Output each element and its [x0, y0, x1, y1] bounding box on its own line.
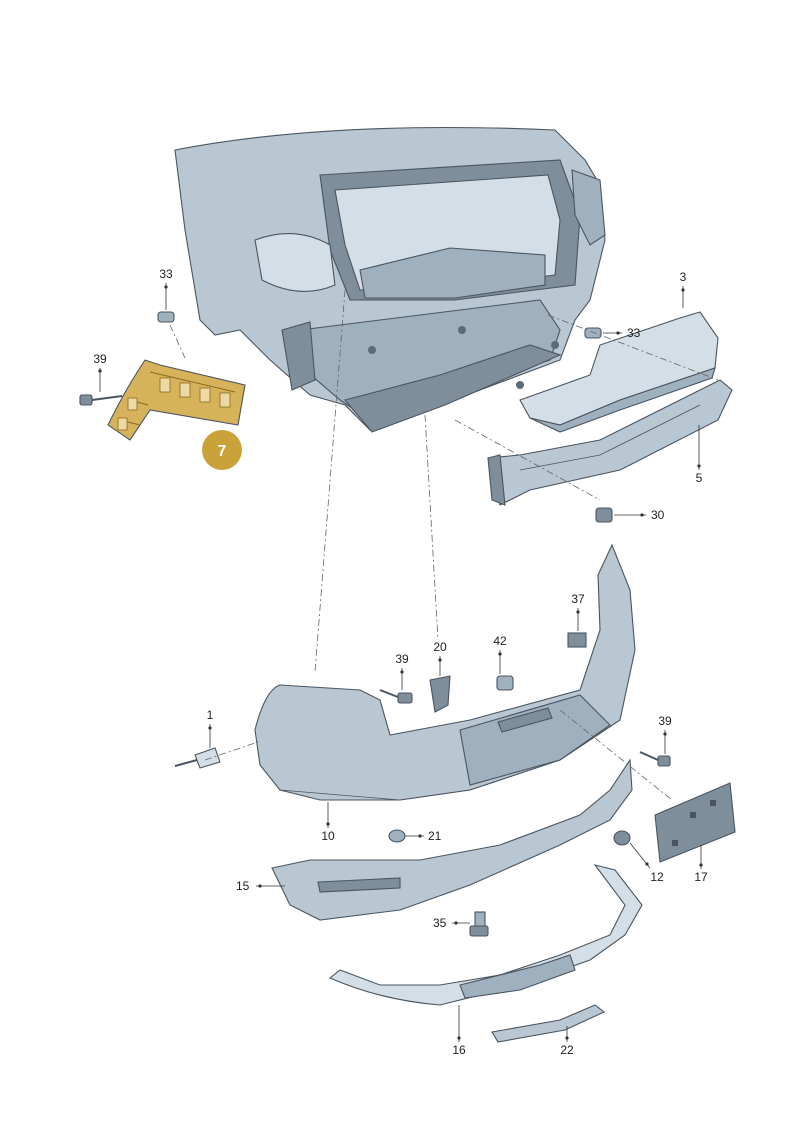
- trim-strip-part-22[interactable]: [491, 1004, 606, 1043]
- bumper-cover-part-10[interactable]: [254, 543, 636, 801]
- lower-trim-part-15[interactable]: [271, 758, 633, 921]
- callout-37: 37: [571, 592, 585, 631]
- svg-text:15: 15: [236, 879, 250, 893]
- svg-text:39: 39: [658, 714, 672, 728]
- rivet-part-1[interactable]: [174, 747, 221, 769]
- assembly-lines: [169, 289, 719, 801]
- part-7-badge[interactable]: [202, 430, 242, 470]
- bolt-part-35[interactable]: [469, 911, 489, 937]
- callout-22: 22: [560, 1026, 574, 1057]
- svg-text:12: 12: [650, 870, 664, 884]
- callout-1: 1: [207, 708, 214, 748]
- callout-10: 10: [321, 802, 335, 843]
- screw-part-39-center[interactable]: [379, 689, 413, 704]
- svg-text:33: 33: [159, 267, 173, 281]
- bracket-part-7[interactable]: [107, 359, 246, 441]
- svg-text:22: 22: [560, 1043, 574, 1057]
- svg-text:5: 5: [696, 471, 703, 485]
- callout-39-right: 39: [658, 714, 672, 754]
- callout-33-right: 33: [603, 326, 641, 340]
- svg-text:39: 39: [93, 352, 107, 366]
- part-7-label: 7: [218, 443, 227, 460]
- callout-15: 15: [236, 879, 285, 893]
- svg-text:20: 20: [433, 640, 447, 654]
- callout-39-center: 39: [395, 652, 409, 690]
- nut-part-42[interactable]: [496, 675, 514, 691]
- svg-text:3: 3: [680, 270, 687, 284]
- callout-20: 20: [433, 640, 447, 676]
- callout-16: 16: [452, 1005, 466, 1057]
- clip-part-37[interactable]: [567, 632, 587, 648]
- svg-text:30: 30: [651, 508, 665, 522]
- callout-33-left: 33: [159, 267, 173, 310]
- screw-part-33-right[interactable]: [584, 327, 602, 339]
- diffuser-part-16[interactable]: [328, 864, 643, 1006]
- callout-5: 5: [696, 425, 703, 485]
- screw-part-39-right[interactable]: [639, 751, 671, 767]
- screw-part-39-left[interactable]: [79, 394, 123, 406]
- plug-part-12[interactable]: [613, 830, 631, 846]
- callout-30: 30: [614, 508, 665, 522]
- callout-12: 12: [629, 842, 664, 884]
- svg-text:37: 37: [571, 592, 585, 606]
- bolt-part-30[interactable]: [595, 507, 613, 523]
- screw-part-33-left[interactable]: [157, 311, 175, 323]
- callout-39-left: 39: [93, 352, 107, 392]
- svg-text:33: 33: [627, 326, 641, 340]
- grommet-part-21[interactable]: [388, 829, 406, 843]
- bumper-carrier-part-5[interactable]: [487, 379, 733, 506]
- energy-absorber-part-3[interactable]: [519, 311, 719, 433]
- plate-mount-part-17[interactable]: [654, 782, 736, 863]
- svg-text:16: 16: [452, 1043, 466, 1057]
- callout-42: 42: [493, 634, 507, 674]
- svg-text:39: 39: [395, 652, 409, 666]
- callout-3: 3: [680, 270, 687, 308]
- svg-text:35: 35: [433, 916, 447, 930]
- callout-35: 35: [433, 916, 470, 930]
- callout-17: 17: [694, 845, 708, 884]
- callout-21: 21: [405, 829, 442, 843]
- clip-part-20[interactable]: [429, 675, 451, 713]
- svg-text:21: 21: [428, 829, 442, 843]
- svg-text:10: 10: [321, 829, 335, 843]
- car-rear-body: [174, 126, 606, 433]
- svg-text:1: 1: [207, 708, 214, 722]
- svg-text:17: 17: [694, 870, 708, 884]
- svg-text:42: 42: [493, 634, 507, 648]
